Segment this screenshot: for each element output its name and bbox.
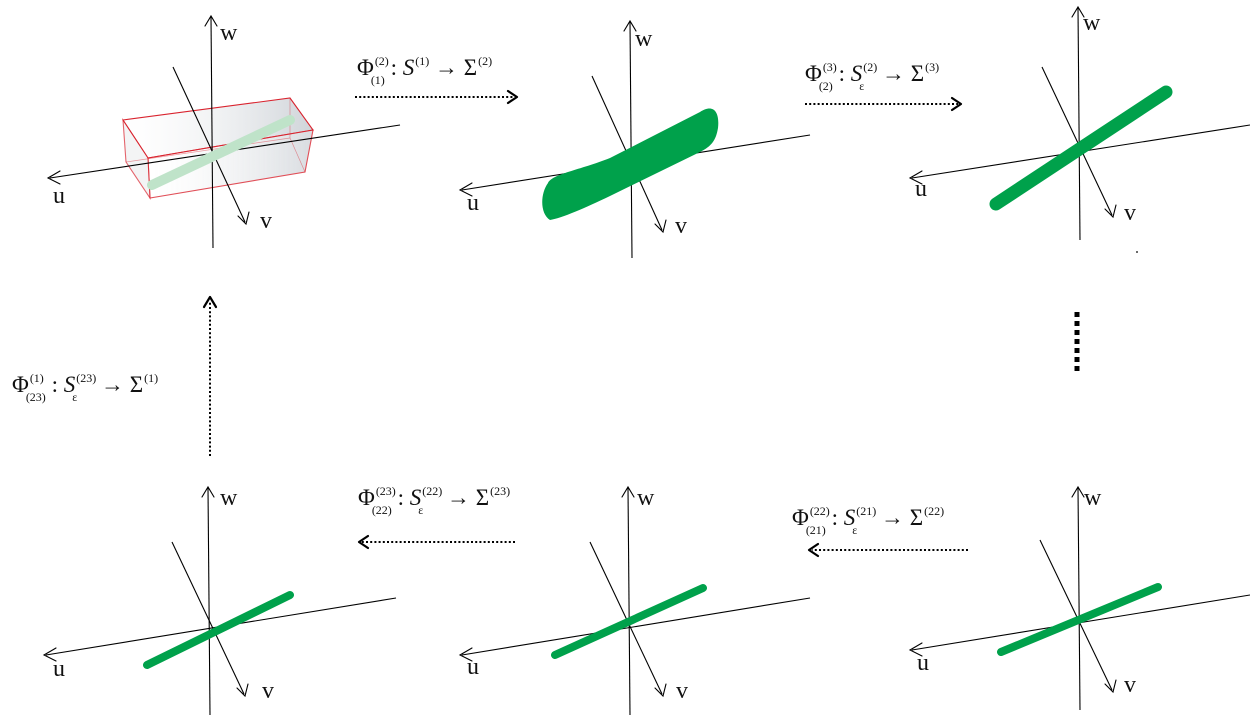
axes-2: w u v	[458, 19, 811, 259]
map-label-map-21-22: Φ(22)(21) : S(21)ε → Σ(22)	[792, 504, 944, 537]
s-subscript: ε	[852, 523, 857, 537]
axis-label-u: u	[53, 656, 65, 682]
colon: :	[833, 61, 851, 86]
panel-4: w u v	[42, 485, 397, 716]
axis-label-u: u	[915, 176, 927, 202]
segment-faded	[147, 115, 295, 190]
phi-symbol: Φ	[12, 372, 29, 397]
dot-mark	[1136, 251, 1138, 253]
phi-symbol: Φ	[805, 61, 822, 86]
phi-subscript: (21)	[806, 523, 826, 537]
s-superscript: (23)	[76, 371, 96, 385]
phi-symbol: Φ	[357, 55, 374, 80]
axis-label-w: w	[1083, 10, 1101, 36]
axes-1: w u v	[46, 14, 401, 249]
phi-subscript: (1)	[371, 73, 385, 87]
axis-label-u: u	[53, 183, 65, 209]
s-superscript: (1)	[415, 54, 429, 68]
phi-superscript: (22)	[810, 504, 830, 518]
s-symbol: S	[851, 61, 863, 86]
phi-subscript: (23)	[26, 390, 46, 404]
panel-6: w u v	[908, 485, 1250, 711]
segment-thick	[542, 108, 719, 220]
map-labels: Φ(2)(1) : S(1) → Σ(2)Φ(3)(2) : S(2)ε → Σ…	[12, 54, 944, 537]
panel-1: w u v	[46, 14, 401, 249]
axis-label-v: v	[676, 678, 688, 704]
phi-superscript: (2)	[375, 54, 389, 68]
phi-superscript: (1)	[30, 371, 44, 385]
segment-thin	[997, 583, 1162, 656]
map-label-map-2-3: Φ(3)(2) : S(2)ε → Σ(3)	[805, 60, 939, 93]
phi-superscript: (3)	[823, 60, 837, 74]
segment-thin	[143, 591, 294, 669]
axis-label-w: w	[220, 485, 238, 511]
axis-label-v: v	[1124, 672, 1136, 698]
box-neighborhood	[122, 97, 314, 200]
sigma-superscript: (22)	[924, 504, 944, 518]
axis-label-v: v	[260, 208, 272, 234]
panel-5: w u v	[458, 485, 811, 716]
maps-to-arrow: →	[441, 485, 476, 510]
s-symbol: S	[64, 372, 76, 397]
axis-label-v: v	[1124, 200, 1136, 226]
sigma-superscript: (2)	[478, 54, 492, 68]
sigma-symbol: Σ	[910, 505, 923, 530]
sigma-symbol: Σ	[476, 485, 489, 510]
axis-label-u: u	[467, 190, 479, 216]
colon: :	[392, 485, 410, 510]
phi-symbol: Φ	[792, 505, 809, 530]
transition-arrow-21-22	[807, 542, 968, 558]
s-subscript: ε	[72, 390, 77, 404]
sigma-superscript: (23)	[490, 484, 510, 498]
phi-subscript: (2)	[819, 79, 833, 93]
maps-to-arrow: →	[95, 372, 130, 397]
maps-to-arrow: →	[876, 61, 911, 86]
s-symbol: S	[410, 485, 422, 510]
s-superscript: (21)	[856, 504, 876, 518]
s-superscript: (22)	[422, 484, 442, 498]
maps-to-arrow: →	[429, 55, 464, 80]
sigma-symbol: Σ	[130, 372, 143, 397]
axis-label-w: w	[637, 485, 655, 511]
axis-label-v: v	[675, 213, 687, 239]
sigma-symbol: Σ	[464, 55, 477, 80]
map-label-map-1-2: Φ(2)(1) : S(1) → Σ(2)	[357, 54, 492, 87]
segment-thin	[551, 584, 707, 659]
map-label-map-23-1: Φ(1)(23) : S(23)ε → Σ(1)	[12, 371, 158, 404]
axis-label-u: u	[917, 650, 929, 676]
axis-label-u: u	[467, 654, 479, 680]
panel-3: w u v	[908, 5, 1250, 253]
map-label-map-22-23: Φ(23)(22) : S(22)ε → Σ(23)	[358, 484, 510, 517]
s-subscript: ε	[859, 79, 864, 93]
transition-arrow-23-1	[202, 295, 218, 456]
panel-2: w u v	[458, 19, 811, 259]
colon: :	[826, 505, 844, 530]
s-subscript: ε	[418, 503, 423, 517]
axis-label-w: w	[635, 26, 653, 52]
s-symbol: S	[403, 55, 415, 80]
axes-3: w u v	[908, 5, 1250, 241]
sigma-superscript: (3)	[925, 60, 939, 74]
axes-4: w u v	[42, 485, 397, 716]
axis-label-w: w	[1084, 485, 1102, 511]
phi-symbol: Φ	[358, 485, 375, 510]
axes-6: w u v	[908, 485, 1250, 711]
colon: :	[46, 372, 64, 397]
phi-subscript: (22)	[372, 503, 392, 517]
axis-label-v: v	[262, 678, 274, 704]
segment-medium	[989, 85, 1173, 211]
maps-to-arrow: →	[875, 505, 910, 530]
sigma-symbol: Σ	[911, 61, 924, 86]
axis-label-w: w	[220, 20, 238, 46]
transition-arrow-2-3	[805, 96, 963, 112]
sigma-superscript: (1)	[144, 371, 158, 385]
transition-arrow-1-2	[355, 89, 519, 105]
colon: :	[385, 55, 403, 80]
s-superscript: (2)	[863, 60, 877, 74]
s-symbol: S	[844, 505, 856, 530]
axes-5: w u v	[458, 485, 811, 716]
phi-superscript: (23)	[376, 484, 396, 498]
transition-arrow-22-23	[357, 534, 515, 550]
